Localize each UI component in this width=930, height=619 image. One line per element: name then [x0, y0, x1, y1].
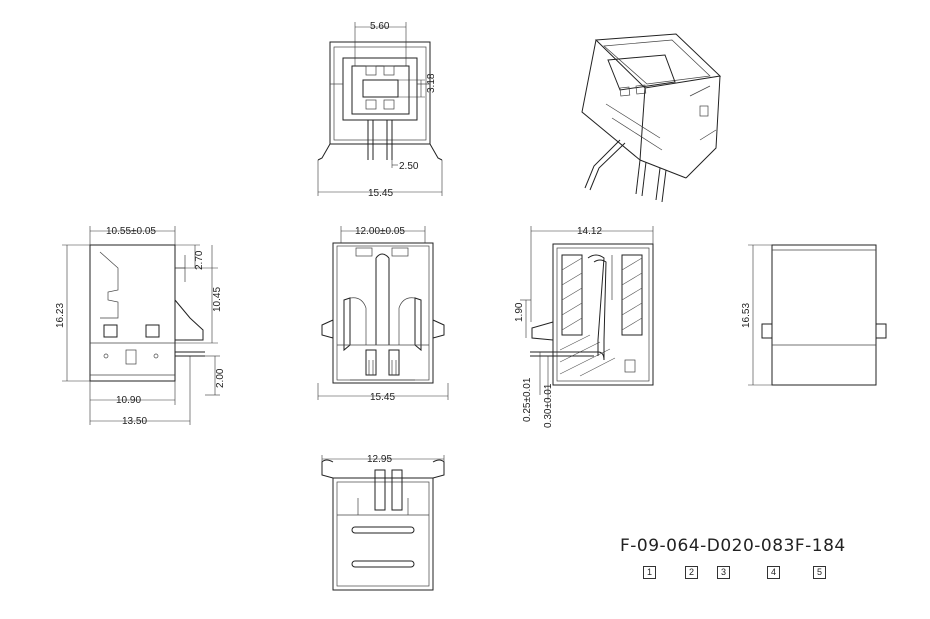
dim-2-50: 2.50 [399, 161, 419, 172]
part-box-2: 2 [685, 566, 698, 579]
top-view: 5.60 3.18 2.50 15.45 [317, 21, 443, 199]
part-number: F-09-064-D020-083F-184 [620, 536, 846, 556]
dim-16-23: 16.23 [55, 303, 66, 328]
part-box-4: 4 [767, 566, 780, 579]
dim-15-45-front: 15.45 [370, 392, 395, 403]
dim-2-70: 2.70 [194, 250, 205, 270]
dim-1-90: 1.90 [514, 302, 525, 322]
dim-10-45: 10.45 [212, 287, 223, 312]
dim-2-00: 2.00 [215, 368, 226, 388]
dim-3-18: 3.18 [426, 73, 437, 93]
dim-10-90: 10.90 [116, 395, 141, 406]
dim-16-53: 16.53 [741, 303, 752, 328]
part-box-5: 5 [813, 566, 826, 579]
right-view: 16.53 [741, 244, 887, 386]
dim-14-12: 14.12 [577, 226, 602, 237]
part-box-1: 1 [643, 566, 656, 579]
part-box-3: 3 [717, 566, 730, 579]
bottom-view: 12.95 [321, 454, 445, 591]
dim-15-45-top: 15.45 [368, 188, 393, 199]
dim-5-60: 5.60 [370, 21, 390, 32]
left-side-view: 10.55±0.05 2.70 10.45 16.23 2.00 10.90 1… [55, 226, 226, 427]
isometric-view [581, 33, 722, 203]
front-view: 12.00±0.05 15.45 [317, 226, 449, 403]
dim-10-55: 10.55±0.05 [106, 226, 156, 237]
dim-0-25: 0.25±0.01 [522, 377, 533, 422]
dim-12-95: 12.95 [367, 454, 392, 465]
dim-0-30: 0.30±0.01 [543, 383, 554, 428]
section-view: 14.12 1.90 0.25±0.01 0.30±0.01 [514, 226, 654, 428]
dim-12-00: 12.00±0.05 [355, 226, 405, 237]
dim-13-50: 13.50 [122, 416, 147, 427]
